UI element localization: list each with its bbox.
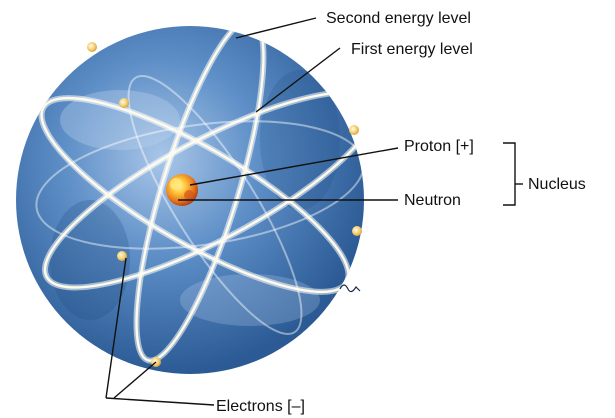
electron: [87, 42, 97, 52]
label-proton: Proton [+]: [404, 138, 474, 155]
leader-lines: [105, 17, 399, 406]
orbit-paths: [35, 26, 364, 364]
label-nucleus: Nucleus: [528, 176, 586, 193]
leader-proton: [189, 147, 399, 186]
orbit-path: [133, 26, 267, 364]
nucleus-bracket: [503, 142, 523, 206]
label-electrons: Electrons [–]: [216, 398, 305, 415]
artist-signature-mark: [339, 284, 361, 293]
label-neutron: Neutron: [404, 192, 461, 209]
electron: [352, 226, 362, 236]
leader-electrons: [105, 397, 215, 406]
leader-second-energy-level: [235, 17, 317, 39]
leader-first-energy-level: [255, 47, 341, 113]
label-second-energy-level: Second energy level: [326, 10, 471, 27]
electron: [349, 125, 359, 135]
orbit-path: [127, 75, 303, 335]
nucleus: [166, 174, 198, 206]
electron: [117, 251, 127, 261]
label-first-energy-level: First energy level: [351, 41, 473, 58]
electron: [119, 98, 129, 108]
leader-electron-1: [105, 257, 127, 399]
orbit-path: [41, 89, 364, 291]
leader-electron-2: [113, 361, 157, 399]
